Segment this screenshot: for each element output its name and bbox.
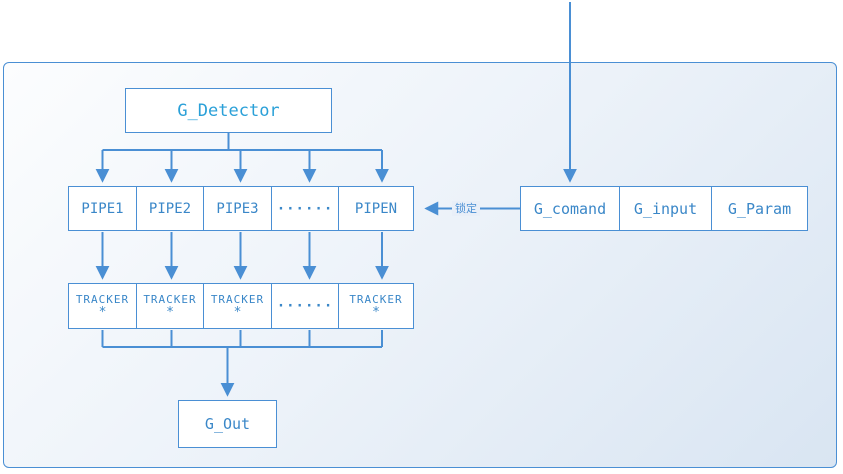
pipe-box-1: PIPE1 — [68, 186, 137, 231]
g-input-label: G_input — [633, 199, 698, 218]
tracker-star-3: * — [233, 305, 242, 320]
lock-arrow-label: 锁定 — [452, 201, 480, 216]
pipe-label-1: PIPE1 — [81, 200, 124, 217]
tracker-row: TRACKER * TRACKER * TRACKER * ······ TRA… — [68, 283, 414, 329]
tracker-label-1: TRACKER — [75, 293, 130, 306]
pipe-label-n: PIPEN — [354, 200, 398, 217]
tracker-box-1: TRACKER * — [68, 283, 137, 329]
tracker-label-2: TRACKER — [143, 293, 197, 306]
tracker-box-3: TRACKER * — [203, 283, 272, 329]
detector-label: G_Detector — [177, 100, 280, 121]
g-param-box: G_Param — [711, 186, 808, 231]
out-label: G_Out — [204, 415, 251, 433]
pipe-ellipsis-box: ······ — [270, 186, 340, 231]
tracker-label-3: TRACKER — [210, 293, 265, 306]
pipe-label-3: PIPE3 — [216, 200, 259, 217]
tracker-label-n: TRACKER — [349, 293, 403, 306]
g-comand-box: G_comand — [520, 186, 620, 231]
tracker-star-n: * — [372, 305, 380, 320]
out-box: G_Out — [178, 400, 277, 448]
tracker-box-2: TRACKER * — [135, 283, 205, 329]
pipe-box-n: PIPEN — [338, 186, 414, 231]
tracker-box-n: TRACKER * — [338, 283, 414, 329]
pipe-row: PIPE1 PIPE2 PIPE3 ······ PIPEN — [68, 186, 414, 231]
detector-box: G_Detector — [125, 88, 332, 133]
pipe-label-2: PIPE2 — [148, 200, 192, 217]
tracker-star-1: * — [98, 305, 107, 320]
g-comand-label: G_comand — [533, 199, 607, 218]
pipe-box-3: PIPE3 — [203, 186, 272, 231]
g-input-box: G_input — [618, 186, 713, 231]
g-param-label: G_Param — [727, 199, 792, 218]
pipe-box-2: PIPE2 — [135, 186, 205, 231]
tracker-ellipsis-label: ······ — [276, 298, 334, 314]
command-row: G_comand G_input G_Param — [520, 186, 808, 231]
tracker-star-2: * — [166, 305, 174, 320]
tracker-ellipsis-box: ······ — [270, 283, 340, 329]
pipe-ellipsis-label: ······ — [276, 200, 334, 217]
